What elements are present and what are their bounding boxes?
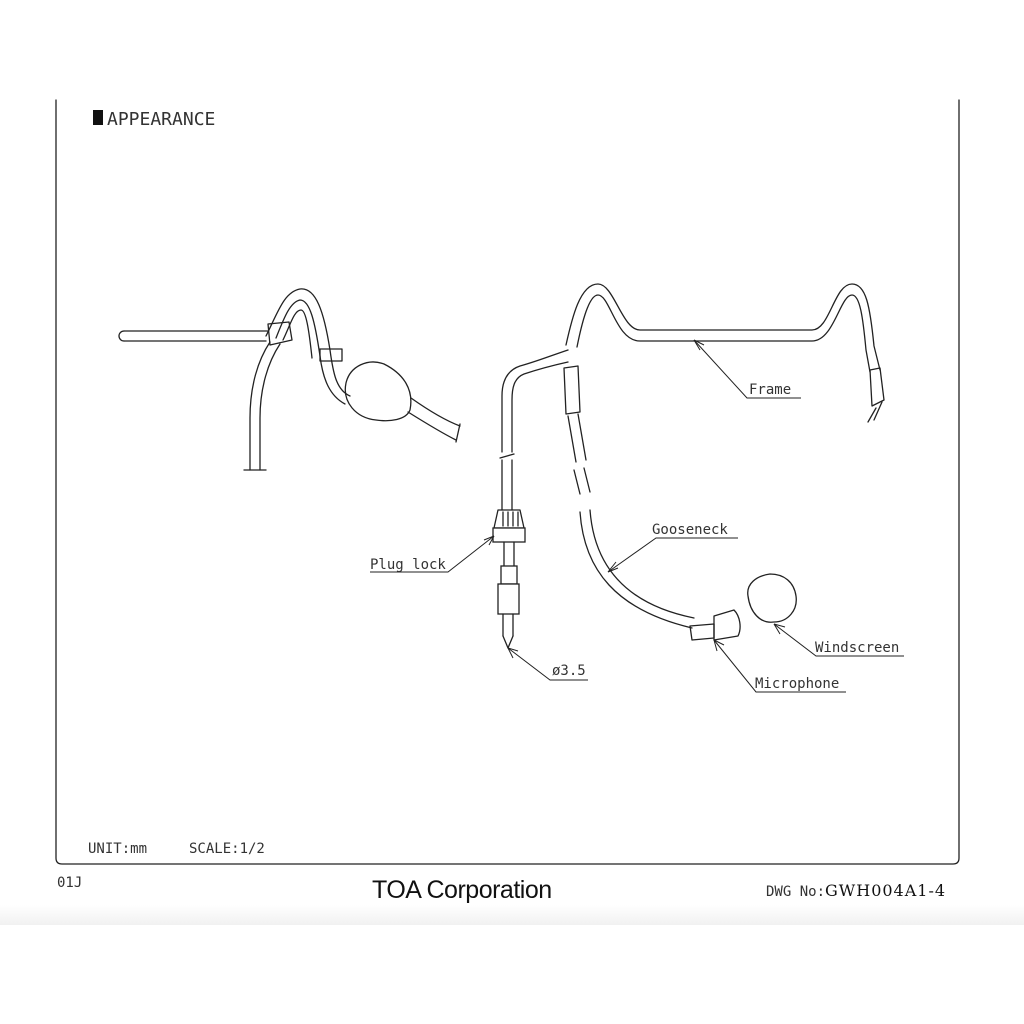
label-microphone: Microphone [755,676,839,692]
front-view-illustration [492,283,885,649]
label-frame: Frame [749,382,791,398]
side-view-illustration [118,288,461,471]
drawing-number-value: GWH004A1-4 [825,881,947,900]
label-gooseneck: Gooseneck [652,522,728,538]
unit-info: UNIT:mm [88,841,147,857]
scale-info: SCALE:1/2 [189,841,265,857]
header-marker-icon [93,110,103,125]
drawing-number: DWG No:GWH004A1-4 [766,881,946,900]
revision-code: 01J [57,875,83,891]
section-title: APPEARANCE [107,109,215,130]
drawing-border [55,99,960,865]
footer-shade [0,905,1024,925]
company-name: TOA Corporation [372,876,552,904]
label-plug-lock: Plug lock [370,557,446,573]
label-plug-size: ø3.5 [552,663,586,679]
drawing-number-label: DWG No: [766,884,826,900]
leader-lines [370,339,904,693]
label-windscreen: Windscreen [815,640,899,656]
